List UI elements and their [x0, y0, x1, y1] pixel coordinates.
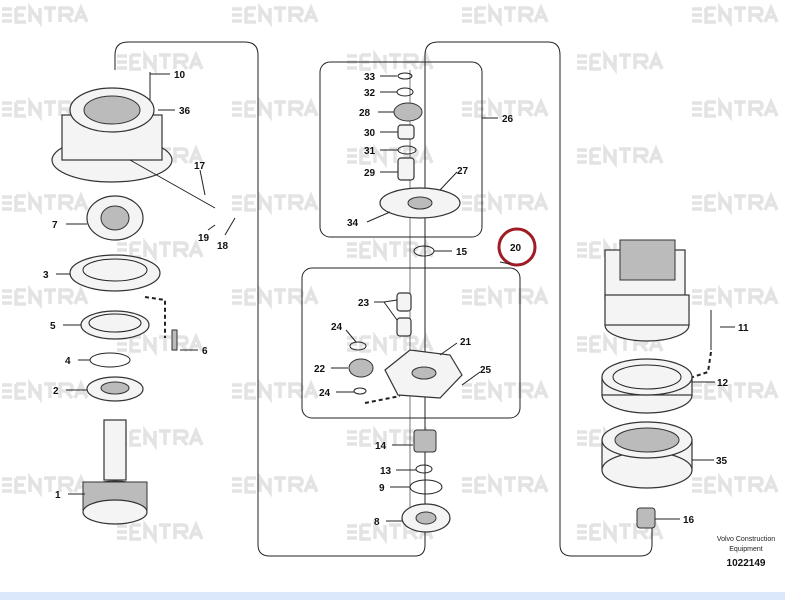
callout-7: 7 — [52, 220, 58, 231]
callout-33: 33 — [364, 72, 376, 83]
callout-14: 14 — [375, 441, 387, 452]
part-36-housing — [51, 87, 173, 183]
callout-9: 9 — [379, 483, 385, 494]
callout-35: 35 — [716, 456, 728, 467]
callout-26: 26 — [502, 114, 514, 125]
callout-8: 8 — [374, 517, 380, 528]
callout-28: 28 — [359, 108, 371, 119]
callout-12: 12 — [717, 378, 729, 389]
part-4-oring — [89, 352, 131, 368]
part-7-bearing — [86, 195, 144, 241]
part-1-shaft — [82, 419, 148, 525]
callout-31: 31 — [364, 146, 376, 157]
footer-company: Volvo Construction — [717, 536, 775, 543]
callout-23: 23 — [358, 298, 370, 309]
callout-27: 27 — [457, 166, 469, 177]
group-outline-left — [114, 41, 129, 70]
bottom-bar — [0, 592, 785, 600]
callout-11: 11 — [738, 323, 749, 334]
drawing-number: 1022149 — [727, 558, 766, 569]
callout-4: 4 — [65, 356, 71, 367]
callout-21: 21 — [460, 337, 472, 348]
part-motor — [604, 239, 690, 342]
callout-25: 25 — [480, 365, 492, 376]
callout-13: 13 — [380, 466, 392, 477]
part-12-ring — [601, 358, 693, 414]
callout-22: 22 — [314, 364, 326, 375]
callout-36: 36 — [179, 106, 191, 117]
part-35-ring-gear — [601, 421, 693, 489]
callout-19: 19 — [198, 233, 210, 244]
callout-3: 3 — [43, 270, 49, 281]
callout-34: 34 — [347, 218, 359, 229]
callout-6: 6 — [202, 346, 208, 357]
callout-16: 16 — [683, 515, 695, 526]
part-3-ring — [69, 254, 161, 292]
callout-18: 18 — [217, 241, 229, 252]
callout-1: 1 — [55, 490, 61, 501]
callout-32: 32 — [364, 88, 376, 99]
highlight-circle-20 — [497, 227, 537, 267]
callout-2: 2 — [53, 386, 59, 397]
callout-24b: 24 — [319, 388, 331, 399]
box-20 — [301, 267, 521, 419]
box-26 — [319, 61, 483, 238]
group-outline — [128, 41, 653, 557]
callout-24a: 24 — [331, 322, 343, 333]
callout-30: 30 — [364, 128, 376, 139]
callout-20: 20 — [510, 243, 522, 254]
callout-10: 10 — [174, 70, 186, 81]
callout-labels: 10 36 17 7 19 18 3 5 6 4 2 1 33 32 28 26… — [43, 70, 749, 528]
callout-5: 5 — [50, 321, 56, 332]
callout-29: 29 — [364, 168, 376, 179]
callout-17: 17 — [194, 161, 206, 172]
callout-15: 15 — [456, 247, 468, 258]
part-2-seal — [86, 376, 144, 402]
part-5-ring — [80, 310, 150, 340]
footer-company-2: Equipment — [729, 546, 763, 553]
